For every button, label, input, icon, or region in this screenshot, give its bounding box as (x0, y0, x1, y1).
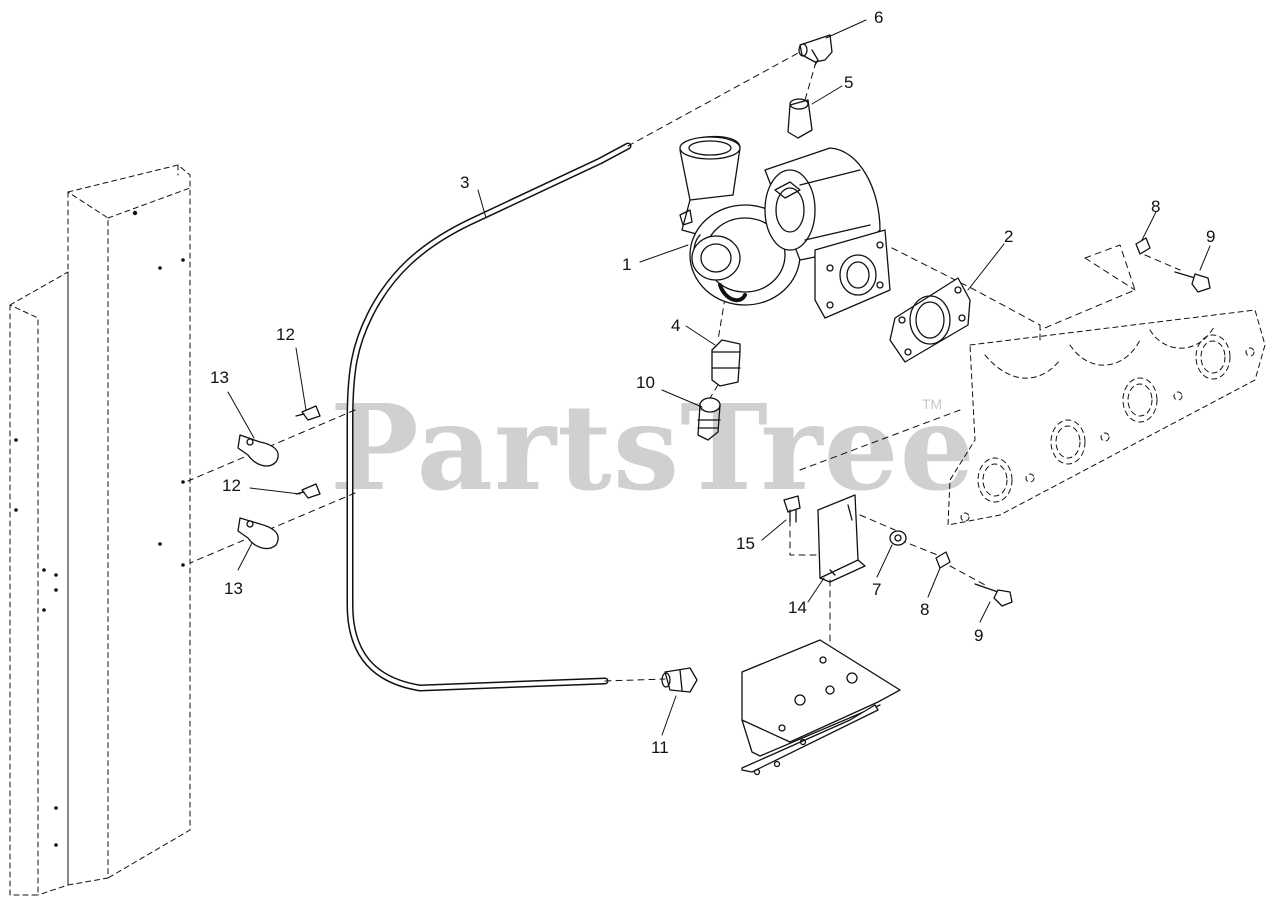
callout-2: 2 (1004, 227, 1013, 246)
callout-1: 1 (622, 255, 631, 274)
bolt-9-lower (974, 583, 1013, 607)
gasket (889, 277, 971, 363)
callout-11: 11 (651, 738, 669, 757)
callout-12-lower: 12 (222, 476, 241, 495)
bracket-14 (817, 494, 866, 583)
frame-holes (14, 210, 185, 847)
oil-pipe (346, 142, 632, 692)
pipe-clamp-upper (237, 434, 279, 467)
callout-14: 14 (788, 598, 807, 617)
callout-7: 7 (872, 580, 881, 599)
washer-7 (889, 530, 907, 546)
pipe-clamp-lower (237, 517, 279, 550)
base-plate (741, 639, 901, 776)
callout-13-lower: 13 (224, 579, 243, 598)
nut-8-upper (1135, 237, 1151, 255)
callout-9-upper: 9 (1206, 227, 1215, 246)
bolt-12-lower (295, 483, 321, 499)
fitting-10 (697, 397, 721, 441)
bolt-15 (783, 495, 801, 523)
callout-6: 6 (874, 8, 883, 27)
callout-8-lower: 8 (920, 600, 929, 619)
callout-labels: 1 2 3 4 5 6 7 8 8 9 9 10 11 12 12 13 13 … (210, 8, 1215, 757)
bolt-12-upper (295, 405, 321, 421)
leader-lines (227, 19, 1211, 736)
elbow-fitting-11 (661, 667, 698, 693)
frame-panel (9, 164, 191, 896)
fitting-4 (711, 339, 741, 387)
callout-8-upper: 8 (1151, 197, 1160, 216)
turbocharger (679, 135, 891, 319)
fitting-5 (787, 98, 813, 139)
callout-12-upper: 12 (276, 325, 295, 344)
callout-15: 15 (736, 534, 755, 553)
callout-5: 5 (844, 73, 853, 92)
callout-3: 3 (460, 173, 469, 192)
nut-8-lower (935, 551, 951, 569)
exhaust-manifold (947, 309, 1266, 526)
elbow-fitting-6 (798, 34, 833, 66)
bolt-9-upper (1174, 271, 1211, 293)
callout-13-upper: 13 (210, 368, 229, 387)
watermark-trademark: TM (922, 396, 943, 412)
callout-9-lower: 9 (974, 626, 983, 645)
callout-10: 10 (636, 373, 655, 392)
callout-4: 4 (671, 316, 680, 335)
